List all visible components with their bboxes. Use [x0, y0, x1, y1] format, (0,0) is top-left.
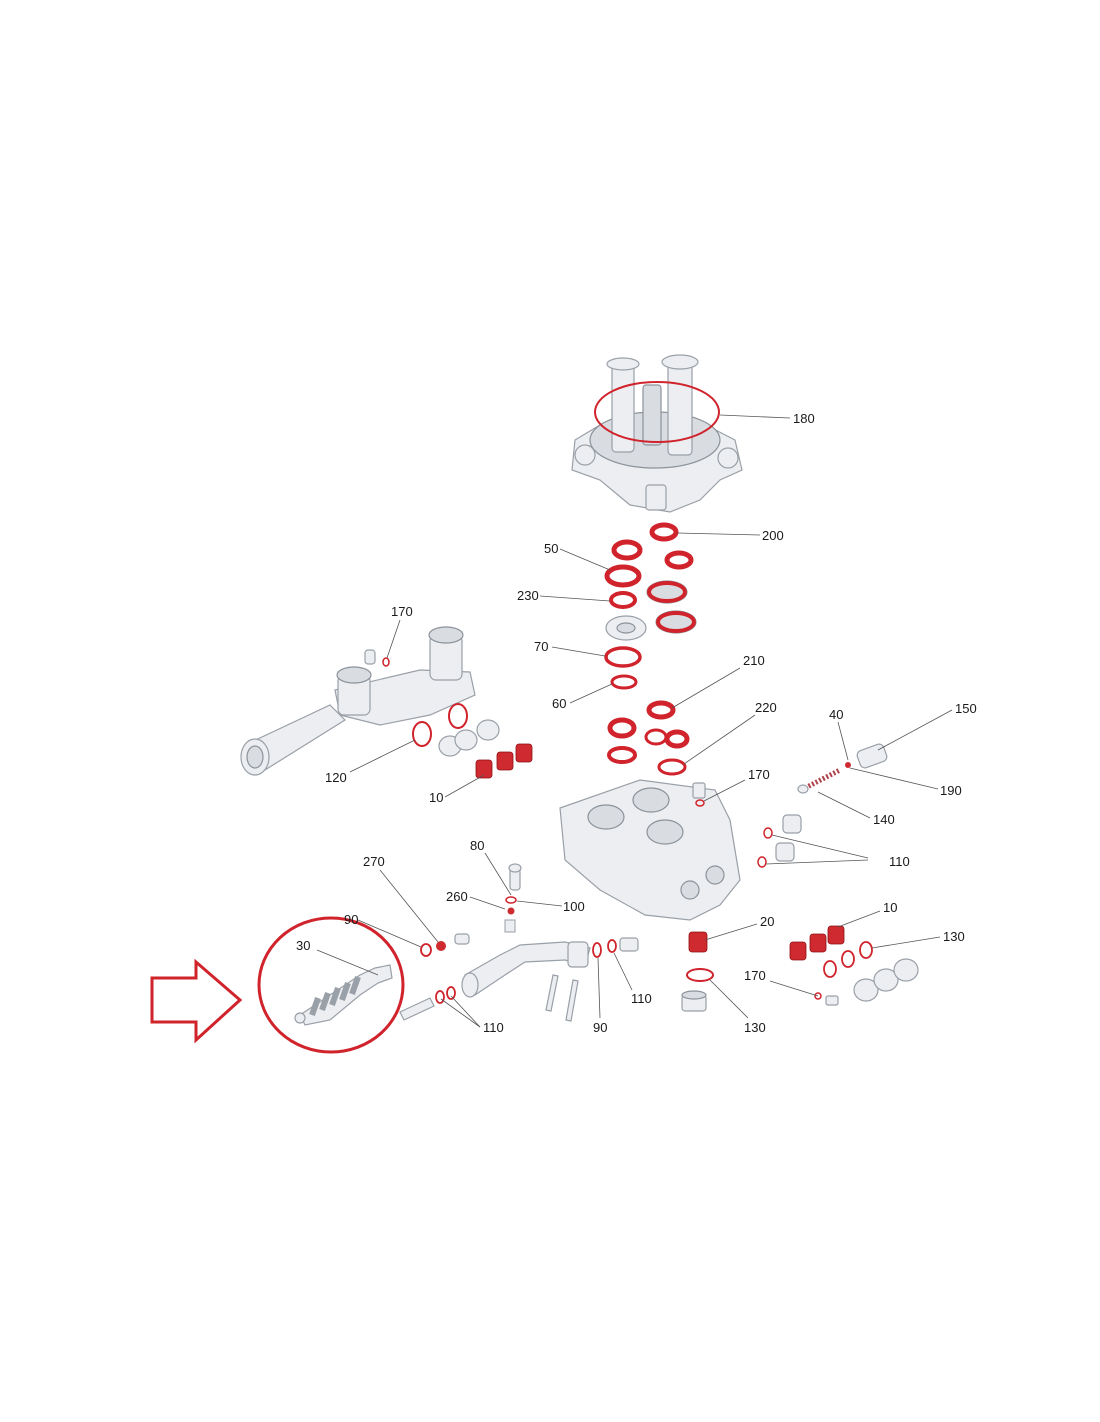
plugs-110-right	[757, 814, 802, 868]
callout-270: 270	[363, 854, 385, 869]
plug-170-right	[825, 995, 839, 1006]
callout-130-center: 130	[744, 1020, 766, 1035]
spring-260	[504, 919, 516, 933]
callout-120: 120	[325, 770, 347, 785]
bypass-tube	[461, 941, 591, 998]
callout-50: 50	[544, 541, 558, 556]
callout-20: 20	[760, 914, 774, 929]
oring-120b	[448, 703, 468, 729]
callout-80: 80	[470, 838, 484, 853]
part-180-gear-housing	[571, 354, 743, 513]
callout-200: 200	[762, 528, 784, 543]
callout-140: 140	[873, 812, 895, 827]
leader-lines	[316, 414, 953, 1028]
oring-90-left	[420, 943, 432, 957]
callout-180: 180	[793, 411, 815, 426]
callout-labels: 180 200 50 230 70 60 210 220 170 170 120…	[296, 411, 977, 1035]
oring-170-right	[814, 992, 822, 1000]
oring-120	[412, 721, 432, 747]
callout-110-left: 110	[483, 1020, 504, 1035]
ball-270	[436, 941, 446, 951]
callout-10-right: 10	[883, 900, 897, 915]
ball-260	[507, 907, 515, 915]
callout-130-right: 130	[943, 929, 965, 944]
callout-10-left: 10	[429, 790, 443, 805]
callout-190: 190	[940, 783, 962, 798]
oring-110-mid	[607, 939, 617, 953]
callout-70: 70	[534, 639, 548, 654]
callout-100: 100	[563, 899, 585, 914]
plugs-grey-left	[438, 719, 500, 757]
callout-60: 60	[552, 696, 566, 711]
callout-90-right: 90	[593, 1020, 607, 1035]
callout-260: 260	[446, 889, 468, 904]
valves-10-left	[475, 743, 533, 779]
callout-230: 230	[517, 588, 539, 603]
part-80-valve-stem	[508, 863, 522, 891]
part-110-left-fitting	[399, 986, 456, 1021]
callout-110-right: 110	[889, 854, 910, 869]
oring-170-center	[695, 799, 705, 807]
callout-170-left: 170	[391, 604, 413, 619]
highlight-circle-180	[594, 381, 720, 443]
callout-170-right: 170	[744, 968, 766, 983]
valve-20	[688, 931, 708, 953]
plug-110-mid	[619, 937, 639, 952]
valves-10-right	[789, 925, 845, 961]
callout-220: 220	[755, 700, 777, 715]
callout-210: 210	[743, 653, 765, 668]
callout-40: 40	[829, 707, 843, 722]
bolts	[545, 974, 579, 1022]
seal-stack-central	[604, 522, 697, 776]
oring-100	[505, 896, 517, 904]
part-30-unloader-valve	[294, 964, 393, 1026]
part-150-fitting	[845, 743, 888, 769]
callout-110-mid: 110	[631, 991, 652, 1006]
plug-270	[454, 933, 470, 945]
highlight-circle-30	[257, 916, 405, 1054]
plug-130-center	[681, 990, 707, 1012]
oring-90-right	[592, 942, 602, 958]
callout-30: 30	[296, 938, 310, 953]
part-140-spring-pin	[797, 767, 842, 794]
callout-170-center: 170	[748, 767, 770, 782]
part-120-inlet-manifold	[240, 626, 476, 776]
pump-head-body	[559, 779, 741, 921]
oring-170-left	[382, 657, 390, 667]
callout-150: 150	[955, 701, 977, 716]
orings-130-right	[823, 941, 873, 978]
oring-130-center	[686, 968, 714, 982]
highlight-arrow	[150, 958, 243, 1044]
callout-90-left: 90	[344, 912, 358, 927]
plugs-130-right	[853, 958, 919, 1002]
